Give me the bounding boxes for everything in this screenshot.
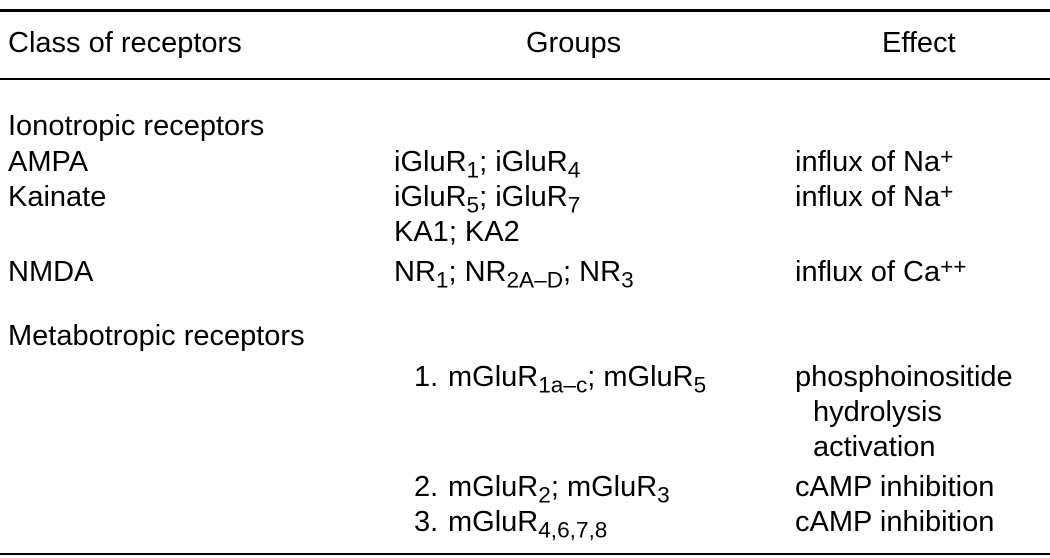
row-nmda-effect: influx of Ca++: [795, 253, 967, 288]
row-ampa-effect: influx of Na+: [795, 143, 954, 178]
header-groups: Groups: [526, 27, 622, 59]
row-nmda-class: NMDA: [8, 256, 94, 288]
row-m3-effect: cAMP inhibition: [795, 506, 995, 538]
header-effect: Effect: [882, 27, 956, 59]
row-m3-groups: 3.mGluR4,6,7,8: [414, 506, 608, 543]
row-nmda-groups: NR1; NR2A–D; NR3: [394, 256, 634, 293]
section-metabotropic: Metabotropic receptors: [8, 320, 305, 352]
row-m1-effect-line1: phosphoinositide: [795, 361, 1013, 393]
row-m1-effect-line3: activation: [813, 431, 936, 463]
row-m1-effect-line2: hydrolysis: [813, 396, 942, 428]
row-ampa-class: AMPA: [8, 146, 89, 178]
row-kainate-class: Kainate: [8, 181, 107, 213]
row-m2-groups: 2.mGluR2; mGluR3: [414, 471, 670, 508]
row-m1-groups: 1.mGluR1a–c; mGluR5: [414, 361, 707, 398]
header-rule: [0, 78, 1050, 80]
row-ampa-groups: iGluR1; iGluR4: [394, 146, 581, 183]
row-kainate-groups: iGluR5; iGluR7: [394, 181, 581, 218]
row-kainate-groups-line2: KA1; KA2: [394, 216, 520, 248]
top-rule: [0, 9, 1050, 12]
bottom-rule: [0, 553, 1050, 555]
header-class-of-receptors: Class of receptors: [8, 27, 242, 59]
section-ionotropic: Ionotropic receptors: [8, 110, 265, 142]
row-kainate-effect: influx of Na+: [795, 178, 954, 213]
row-m2-effect: cAMP inhibition: [795, 471, 995, 503]
